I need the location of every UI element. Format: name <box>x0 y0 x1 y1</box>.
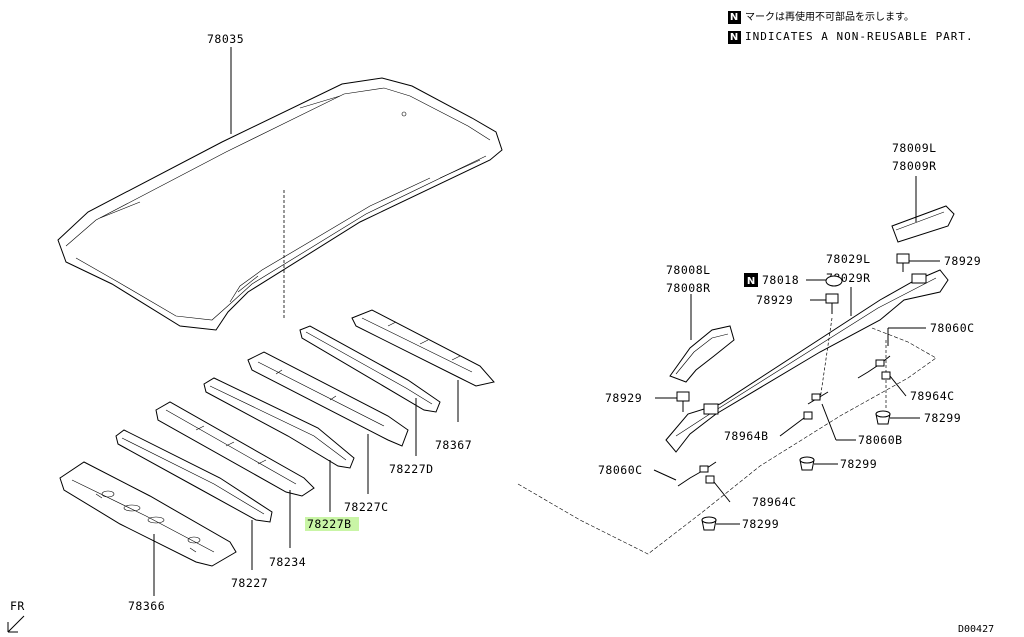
label-78367: 78367 <box>435 438 472 452</box>
label-78035: 78035 <box>207 32 244 46</box>
nut-3 <box>701 516 717 531</box>
bow-78227C-drawing <box>247 351 409 447</box>
label-78929-mid: 78929 <box>756 293 793 307</box>
label-78029L: 78029L <box>826 252 871 266</box>
label-78060C-lower: 78060C <box>598 463 643 477</box>
washer-c-upper <box>881 371 891 380</box>
bow-78234-drawing <box>155 401 315 497</box>
bolt-left <box>676 391 690 412</box>
leader-78964C-lower <box>713 481 731 503</box>
label-78299-1: 78299 <box>924 411 961 425</box>
label-78929-left: 78929 <box>605 391 642 405</box>
label-78227B[interactable]: 78227B <box>307 517 352 531</box>
leader-78964B <box>779 417 805 437</box>
non-reusable-badge: N <box>728 10 741 24</box>
label-78234: 78234 <box>269 555 306 569</box>
label-78060C-upper: 78060C <box>930 321 975 335</box>
bracket-b <box>807 391 829 405</box>
bolt-mid <box>825 293 839 314</box>
legend-jp-text: マークは再使用不可部品を示します。 <box>745 12 914 23</box>
label-78299-2: 78299 <box>840 457 877 471</box>
bow-78227-drawing <box>115 429 273 523</box>
nut-1 <box>875 410 891 425</box>
label-78964C-lower: 78964C <box>752 495 797 509</box>
label-78060B: 78060B <box>858 433 903 447</box>
bow-78227D-drawing <box>299 325 441 413</box>
leader-78964C-upper <box>889 375 907 397</box>
clip-badge-letter: N <box>747 276 755 287</box>
body-outline <box>517 327 937 555</box>
front-indicator-label: FR <box>10 599 25 613</box>
bracket-c-upper <box>857 355 891 379</box>
roof-panel-drawing <box>57 77 503 331</box>
label-78018: 78018 <box>762 273 799 287</box>
leader-78060C-lower <box>653 469 677 481</box>
label-78964B: 78964B <box>724 429 769 443</box>
washer-c-lower <box>705 475 715 484</box>
legend-jp: N マークは再使用不可部品を示します。 <box>728 8 914 24</box>
rear-bow-drawing <box>351 309 495 387</box>
legend-en: N INDICATES A NON-REUSABLE PART. <box>728 30 974 44</box>
non-reusable-badge: N <box>728 30 741 44</box>
bow-78227B-drawing <box>203 377 355 469</box>
label-78299-3: 78299 <box>742 517 779 531</box>
front-cover-drawing <box>669 325 735 383</box>
highlight-78227B <box>305 517 359 531</box>
non-reusable-badge-clip <box>744 273 758 287</box>
bolt-upper-right <box>896 253 910 272</box>
label-78008L: 78008L <box>666 263 711 277</box>
label-78009L: 78009L <box>892 141 937 155</box>
roof-rail-drawing <box>665 269 949 453</box>
rear-cover-drawing <box>891 205 955 243</box>
bracket-c-lower <box>677 461 717 487</box>
front-arrow-icon <box>7 615 25 633</box>
label-78227D: 78227D <box>389 462 434 476</box>
washer-b <box>803 411 813 420</box>
label-78964C-upper: 78964C <box>910 389 955 403</box>
label-78929-upper-right: 78929 <box>944 254 981 268</box>
label-78227: 78227 <box>231 576 268 590</box>
nut-2 <box>799 456 815 471</box>
front-bow-drawing <box>59 461 237 567</box>
label-78366: 78366 <box>128 599 165 613</box>
label-78008R: 78008R <box>666 281 711 295</box>
label-78227C: 78227C <box>344 500 389 514</box>
label-78009R: 78009R <box>892 159 937 173</box>
clip-drawing <box>825 275 843 287</box>
legend-en-text: INDICATES A NON-REUSABLE PART. <box>745 30 974 43</box>
diagram-code: D00427 <box>958 624 994 635</box>
leader-78060B <box>821 403 837 441</box>
guide-mid <box>819 317 833 401</box>
